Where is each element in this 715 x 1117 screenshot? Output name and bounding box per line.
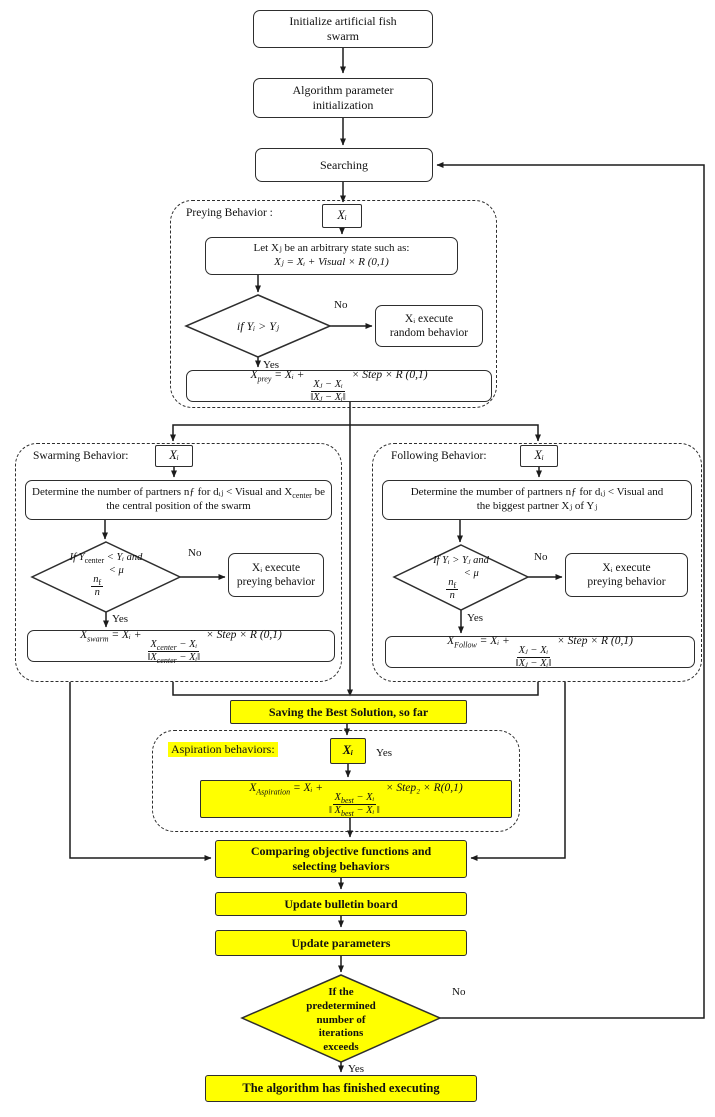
aspiration-xi-box: Xᵢ [330,738,366,764]
preying-no-label: No [334,299,348,311]
final-decision-diamond [240,974,442,1063]
arbitrary-line2: Xⱼ = Xᵢ + Visual × R (0,1) [274,256,389,268]
update-parameters-box: Update parameters [215,930,467,956]
following-behavior-container [372,443,702,682]
aspiration-formula-text: XAspiration = Xᵢ + Xbest − Xᵢ‖ Xbest − X… [249,782,463,819]
swarming-xi-box: Xᵢ [155,445,193,467]
param-init-box: Algorithm parameter initialization [253,78,433,118]
final-yes-label: Yes [348,1063,365,1075]
following-no-label: No [534,551,548,563]
conn-follow-bypass-comparing [470,682,566,861]
following-yes-label: Yes [467,612,484,624]
aspiration-behavior-container [152,730,520,832]
preying-title: Preying Behavior : [183,207,276,219]
swarming-determine-box: Determine the number of partners nƒ for … [25,480,332,520]
prey-formula-text: Xprey = Xᵢ + Xⱼ − Xᵢ‖Xⱼ − Xᵢ‖ × Step × R… [250,369,428,403]
final-condition-text: If the predetermined number of iteration… [306,986,376,1053]
preying-condition-text: if Yᵢ > Yⱼ [236,319,280,333]
init-box: Initialize artificial fish swarm [253,10,433,48]
conn-follow-merge [351,682,539,696]
preying-behavior-container [170,200,497,408]
following-condition-line1: If Yᵢ > Yⱼ and [433,555,489,566]
swarming-condition-line1: If Ycenter < Yᵢ and [69,552,143,566]
finished-box: The algorithm has finished executing [205,1075,477,1102]
swarming-decision-diamond [30,541,182,613]
prey-formula-box: Xprey = Xᵢ + Xⱼ − Xᵢ‖Xⱼ − Xᵢ‖ × Step × R… [186,369,492,403]
conn-swarm-merge [172,682,349,696]
aspiration-formula-box: XAspiration = Xᵢ + Xbest − Xᵢ‖ Xbest − X… [200,780,512,818]
following-exec-preying-box: Xᵢ execute preying behavior [565,553,688,597]
aspiration-yes-label: Yes [376,747,393,759]
following-determine-box: Determine the mumber of partners nƒ for … [382,480,692,520]
final-no-label: No [452,986,466,998]
following-decision-diamond [392,544,530,611]
preying-xi-box: Xᵢ [322,204,362,228]
conn-loop-back-to-searching [436,162,705,1019]
arbitrary-state-text: Let Xⱼ be an arbitrary state such as:Xⱼ … [254,242,410,270]
swarming-yes-label: Yes [112,613,129,625]
arbitrary-line1: Let Xⱼ be an arbitrary state such as: [253,242,410,255]
swarming-behavior-container [15,443,342,682]
random-behavior-box: Xᵢ execute random behavior [375,305,483,347]
bulletin-board-box: Update bulletin board [215,892,467,916]
swarm-formula-text: Xswarm = Xᵢ + Xcenter − Xᵢ‖Xcenter − Xᵢ‖… [80,629,282,666]
swarming-title: Swarming Behavior: [30,450,132,462]
conn-branch-to-following [350,424,541,442]
preying-decision-diamond [184,294,332,358]
aspiration-title: Aspiration behaviors: [168,742,278,757]
swarming-determine-text: Determine the number of partners nƒ for … [32,486,325,512]
swarm-formula-box: Xswarm = Xᵢ + Xcenter − Xᵢ‖Xcenter − Xᵢ‖… [27,629,335,666]
following-xi-box: Xᵢ [520,445,558,467]
comparing-box: Comparing objective functions and select… [215,840,467,878]
swarming-no-label: No [188,547,202,559]
swarming-exec-preying-box: Xᵢ execute preying behavior [228,553,324,597]
conn-swarm-bypass-comparing [69,682,212,861]
arbitrary-state-box: Let Xⱼ be an arbitrary state such as:Xⱼ … [205,237,458,275]
saving-best-solution-box: Saving the Best Solution, so far [230,700,467,724]
searching-box: Searching [255,148,433,182]
following-title: Following Behavior: [388,450,490,462]
follow-formula-text: XFollow = Xᵢ + Xⱼ − Xᵢ‖Xⱼ − Xᵢ‖ × Step ×… [447,635,633,669]
follow-formula-box: XFollow = Xᵢ + Xⱼ − Xᵢ‖Xⱼ − Xᵢ‖ × Step ×… [385,635,695,669]
preying-yes-label: Yes [263,359,280,371]
conn-branch-to-swarming [170,424,350,442]
